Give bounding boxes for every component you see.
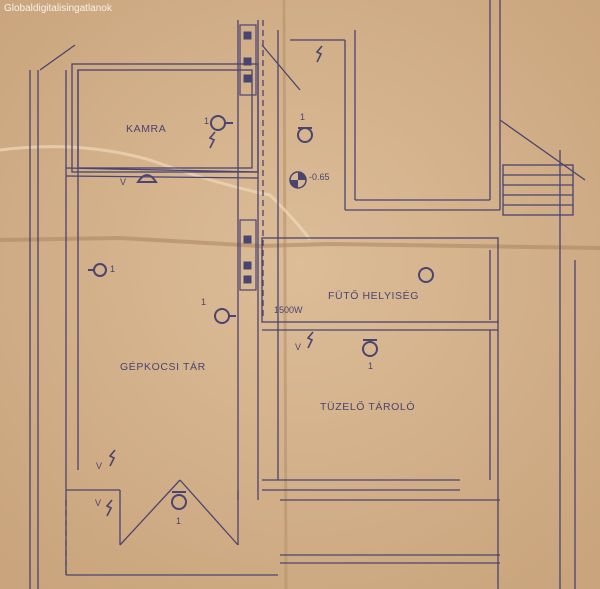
level-marker xyxy=(289,171,307,189)
fold-horizontal xyxy=(0,235,600,250)
fixture-number: 1 xyxy=(204,116,209,126)
fixtures xyxy=(88,115,434,510)
fixture-number: 1 xyxy=(176,516,181,526)
fixture-number: 1 xyxy=(368,361,373,371)
switch-label: V xyxy=(120,177,126,187)
fixture-number: 1 xyxy=(201,297,206,307)
lamp-boiler xyxy=(418,267,434,283)
lamp-kamra-bell xyxy=(136,174,158,183)
room-tuzelo: TÜZELŐ TÁROLÓ xyxy=(320,399,415,413)
lamp-tuzelo xyxy=(362,341,378,357)
level-label: -0.65 xyxy=(309,172,330,182)
outlet-boxes xyxy=(239,24,257,291)
switch-label: V xyxy=(96,461,102,471)
fixture-number: 1 xyxy=(110,264,115,274)
switches xyxy=(105,45,323,517)
heater-label: 1500W xyxy=(274,305,303,315)
room-kamra: KAMRA xyxy=(126,123,166,135)
switch-label: V xyxy=(295,342,301,352)
room-gepkocsi: GÉPKOCSI TÁR xyxy=(120,360,206,373)
watermark: Globaldigitalisingatlanok xyxy=(4,3,112,14)
walls xyxy=(29,0,586,589)
lamp-garage-bottom xyxy=(171,494,187,510)
fold-vertical xyxy=(282,0,288,589)
switch-label: V xyxy=(95,498,101,508)
room-futo: FÜTŐ HELYISÉG xyxy=(328,288,419,302)
fixture-number: 1 xyxy=(300,112,305,122)
